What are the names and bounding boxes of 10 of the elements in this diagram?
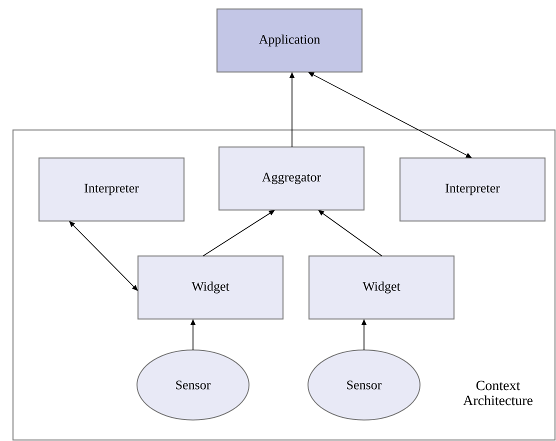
component-box: Interpreter: [38, 158, 184, 222]
component-box: Aggregator: [218, 146, 364, 210]
arrow: [202, 210, 275, 256]
arrow: [69, 221, 138, 291]
component-box: Widget: [308, 256, 454, 320]
component-box: Application: [216, 8, 362, 72]
component-box: Interpreter: [400, 158, 546, 222]
component-box: Widget: [138, 256, 284, 320]
frame-label: Context Architecture: [463, 380, 532, 406]
arrow: [318, 210, 382, 256]
